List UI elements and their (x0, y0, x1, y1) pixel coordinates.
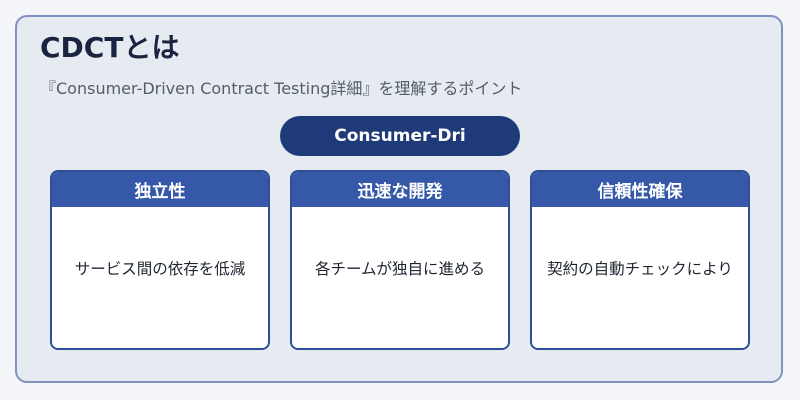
card-header: 迅速な開発 (292, 172, 508, 207)
card-body: 契約の自動チェックにより (547, 259, 733, 278)
page-title: CDCTとは (40, 31, 180, 64)
central-concept-pill: Consumer-Dri (280, 116, 520, 156)
card-body: サービス間の依存を低減 (74, 259, 246, 278)
central-concept-label: Consumer-Dri (334, 126, 466, 146)
card-header: 信頼性確保 (532, 172, 748, 207)
card-independence: 独立性 サービス間の依存を低減 (50, 170, 270, 350)
page-subtitle: 『Consumer-Driven Contract Testing詳細』を理解す… (40, 79, 523, 98)
card-reliability: 信頼性確保 契約の自動チェックにより (530, 170, 750, 350)
card-rapid-development: 迅速な開発 各チームが独自に進める (290, 170, 510, 350)
card-header: 独立性 (52, 172, 268, 207)
card-body: 各チームが独自に進める (314, 259, 486, 278)
